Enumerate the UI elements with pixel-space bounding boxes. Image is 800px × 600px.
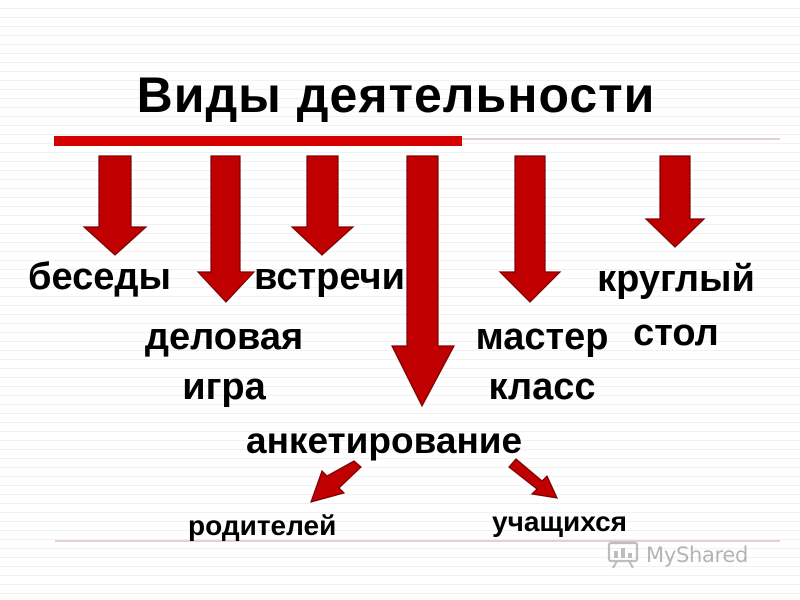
label-roditeley: родителей [188, 510, 337, 541]
title-underline-bar [54, 136, 462, 146]
label-krugly-line2: стол [633, 312, 719, 354]
label-uchashchikhsya: учащихся [492, 506, 628, 537]
label-master-line2: класс [488, 366, 596, 408]
myshared-logo-icon [607, 541, 639, 569]
label-besedy: беседы [28, 256, 171, 298]
label-krugly-stol: круглый стол [576, 252, 776, 360]
arrow-to-krugly-icon [644, 155, 706, 248]
label-delovaya-igra: деловая игра [126, 312, 322, 412]
arrow-to-delovaya-icon [196, 155, 256, 303]
label-master-klass: мастер класс [462, 312, 622, 412]
arrow-to-uchashchikhsya-icon [508, 458, 559, 499]
page-title: Виды деятельности [136, 67, 656, 123]
label-delovaya-line2: игра [182, 366, 266, 408]
arrow-to-anketirovanie-icon [391, 155, 455, 408]
label-vstrechi: встречи [254, 256, 405, 298]
arrow-to-besedy-icon [82, 155, 148, 256]
label-anketirovanie: анкетирование [246, 420, 523, 461]
label-krugly-line1: круглый [597, 258, 755, 300]
label-master-line1: мастер [475, 316, 609, 358]
label-delovaya-line1: деловая [144, 316, 304, 358]
arrow-to-master-icon [498, 155, 562, 303]
watermark: MyShared [606, 538, 748, 572]
arrow-to-vstrechi-icon [290, 155, 355, 256]
arrow-to-roditeley-icon [310, 460, 362, 503]
watermark-text: MyShared [646, 543, 749, 567]
